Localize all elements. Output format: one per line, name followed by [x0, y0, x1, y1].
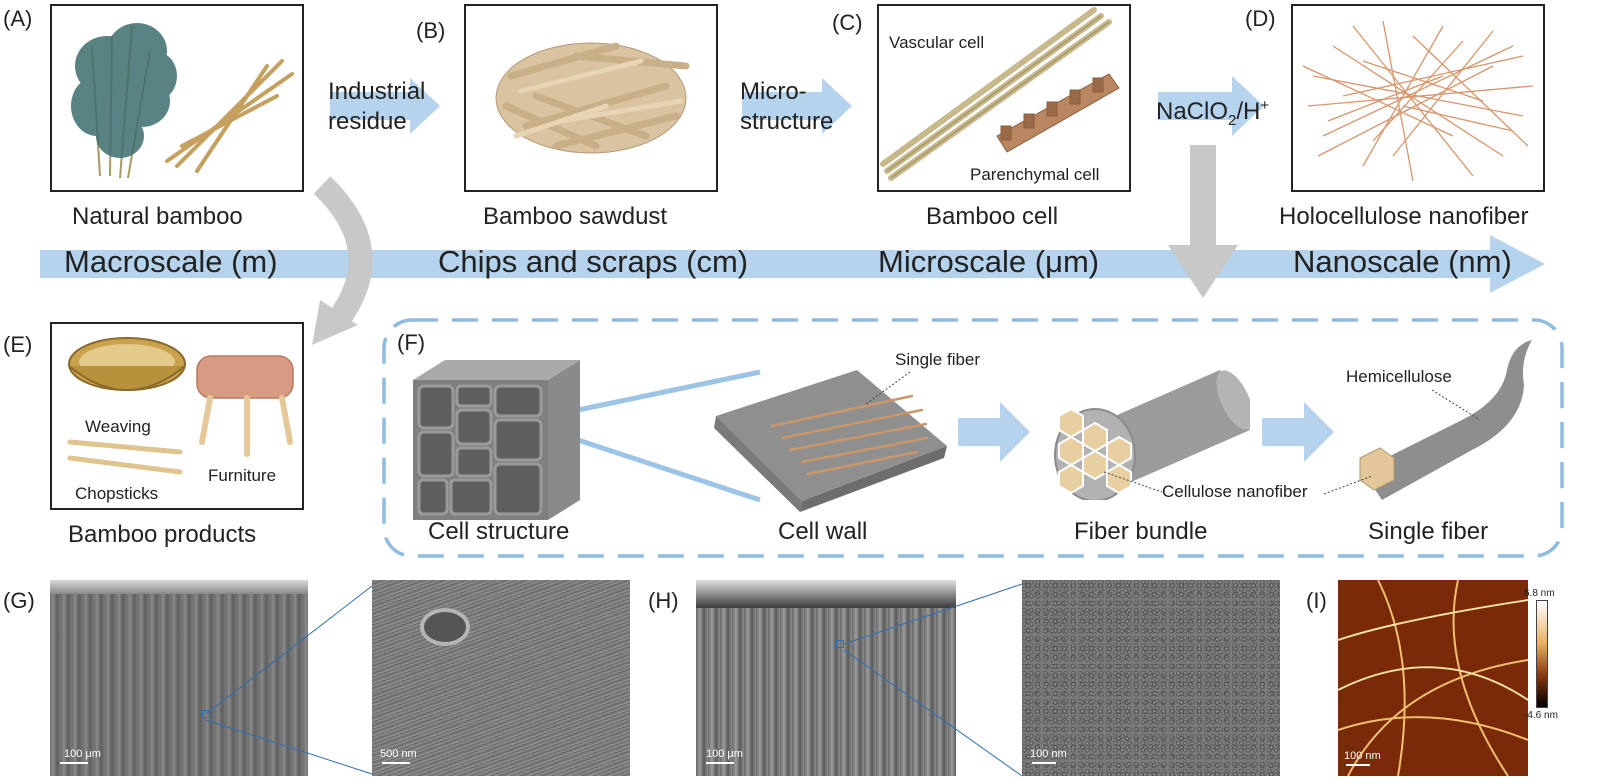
scalebar-g1: 100 μm: [64, 748, 101, 760]
scale-nano: Nanoscale (nm): [1293, 244, 1512, 279]
sawdust-illustration: [495, 42, 690, 154]
panel-d-label: (D): [1245, 6, 1276, 31]
panel-c-label: (C): [832, 10, 863, 35]
scale-micro: Microscale (μm): [878, 244, 1100, 279]
panel-h-label: (H): [648, 588, 679, 613]
vascular-cell-label: Vascular cell: [889, 33, 985, 52]
fiber-bundle-illustration: [1054, 370, 1250, 500]
panel-i-afm-image: 100 nm: [1338, 580, 1528, 776]
panel-b-caption: Bamboo sawdust: [483, 203, 668, 230]
scalebar-h2: 100 nm: [1030, 748, 1067, 760]
panel-a-caption: Natural bamboo: [72, 203, 243, 230]
single-fiber-callout: Single fiber: [895, 350, 981, 369]
cell-wall-caption: Cell wall: [778, 518, 868, 545]
panel-h-sem-left: 100 μm: [696, 580, 956, 776]
bamboo-products-illustration: [67, 337, 294, 475]
colorbar-min-label: -4.6 nm: [1524, 710, 1558, 721]
colorbar-max-label: 6.8 nm: [1524, 588, 1555, 599]
industrial-arrow: [330, 78, 440, 134]
microstructure-label: Micro- structure: [740, 78, 834, 135]
panel-b-image: [464, 4, 718, 192]
panel-d-caption: Holocellulose nanofiber: [1279, 203, 1529, 230]
scale-chips: Chips and scraps (cm): [438, 244, 749, 279]
f-arrow-1: [958, 402, 1030, 462]
cell-structure-caption: Cell structure: [428, 518, 570, 545]
panel-e-caption: Bamboo products: [68, 521, 257, 548]
scalebar-g2: 500 nm: [380, 748, 417, 760]
panel-c-image: [877, 4, 1131, 192]
cellulose-nanofiber-label: Cellulose nanofiber: [1162, 482, 1308, 501]
panel-e-image: [50, 322, 304, 510]
panel-g-sem-left: 100 μm: [50, 580, 308, 776]
single-fiber-illustration: [1359, 340, 1532, 500]
panel-h-sem-right: 100 nm: [1022, 580, 1280, 776]
panel-g-sem-right: 500 nm: [372, 580, 630, 776]
panel-a-image: [50, 4, 304, 192]
naclo2-arrow: [1158, 76, 1264, 136]
naclo2-label: NaClO2/H+: [1156, 97, 1270, 129]
furniture-label: Furniture: [208, 466, 277, 485]
panel-a-label: (A): [3, 6, 33, 31]
nanofiber-network: [1302, 20, 1534, 182]
f-arrow-2: [1262, 402, 1334, 462]
chopsticks-label: Chopsticks: [75, 484, 159, 503]
scalebar-h1: 100 μm: [706, 748, 743, 760]
industrial-residue-label: Industrial residue: [328, 78, 426, 135]
single-fiber-caption: Single fiber: [1368, 518, 1489, 545]
fiber-bundle-caption: Fiber bundle: [1074, 518, 1208, 545]
panel-d-image: [1291, 4, 1545, 192]
afm-colorbar: [1536, 600, 1548, 708]
bamboo-illustration: [71, 23, 294, 179]
panel-g-label: (G): [3, 588, 35, 613]
panel-b-label: (B): [416, 18, 446, 43]
microstructure-arrow: [742, 78, 852, 134]
cell-structure-illustration: [413, 360, 580, 520]
panel-i-label: (I): [1306, 588, 1327, 613]
bamboo-cell-illustration: [880, 7, 1120, 181]
scale-macro: Macroscale (m): [64, 244, 278, 279]
cell-wall-illustration: [714, 370, 947, 512]
panel-c-caption: Bamboo cell: [926, 203, 1059, 230]
panel-e-label: (E): [3, 332, 33, 357]
scalebar-i: 100 nm: [1344, 750, 1381, 762]
weaving-label: Weaving: [85, 417, 151, 436]
panel-f-label: (F): [397, 330, 426, 355]
hemicellulose-label: Hemicellulose: [1346, 367, 1452, 386]
grey-down-arrow: [1168, 145, 1238, 298]
parenchymal-cell-label: Parenchymal cell: [970, 165, 1100, 184]
grey-curved-arrow: [313, 176, 373, 328]
panel-f-frame: [382, 318, 1564, 558]
